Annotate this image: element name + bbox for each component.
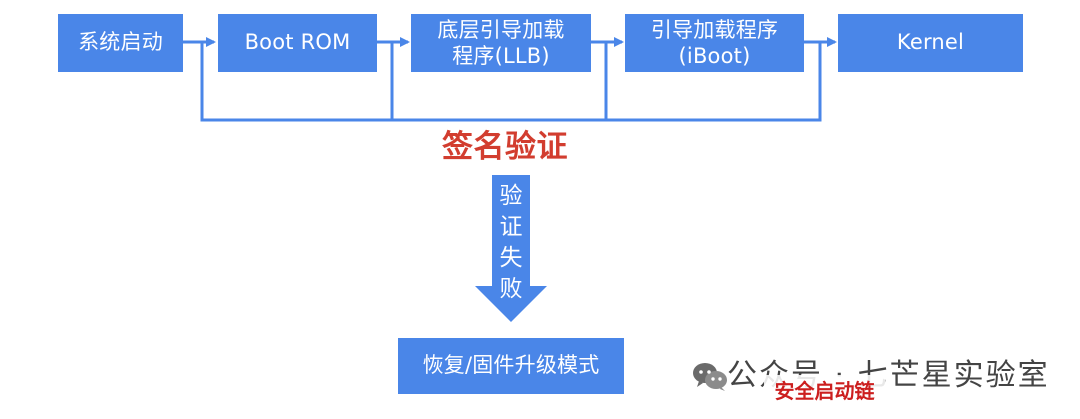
kernel-label: Kernel [896,30,965,55]
llb-node: 底层引导加载 程序(LLB) [411,14,591,72]
wechat-icon [693,363,727,391]
iboot-label-line-1: 引导加载程序 [650,18,779,43]
signature-verification-loop [200,42,822,122]
verification-failure-char-3: 失 [499,245,523,271]
boot-rom-node: Boot ROM [218,14,377,72]
verification-failure-char-4: 败 [499,276,523,302]
recovery-mode-label: 恢复/固件升级模式 [422,353,600,378]
recovery-mode-box-shape [398,338,624,394]
llb-label-line-2: 程序(LLB) [452,43,550,68]
system-start-node: 系统启动 [58,14,183,72]
signature-verification-label: 签名验证 [442,129,568,165]
recovery-mode-node: 恢复/固件升级模式 [398,338,624,394]
boot-rom-label: Boot ROM [244,30,351,55]
verification-failure-char-2: 证 [499,214,523,240]
iboot-node: 引导加载程序 (iBoot) [625,14,804,72]
kernel-node: Kernel [838,14,1023,72]
verification-failure-char-1: 验 [499,183,523,209]
verification-failure-label-wrap: 验 证 失 败 [474,174,548,325]
verification-failure-arrow [475,175,547,322]
system-start-label: 系统启动 [78,30,163,55]
llb-label-line-1: 底层引导加载 [437,18,565,43]
iboot-label-line-2: (iBoot) [678,43,751,68]
watermark-badge: 安全启动链 [764,375,885,403]
verification-failure-label: 验 证 失 败 [487,181,535,305]
